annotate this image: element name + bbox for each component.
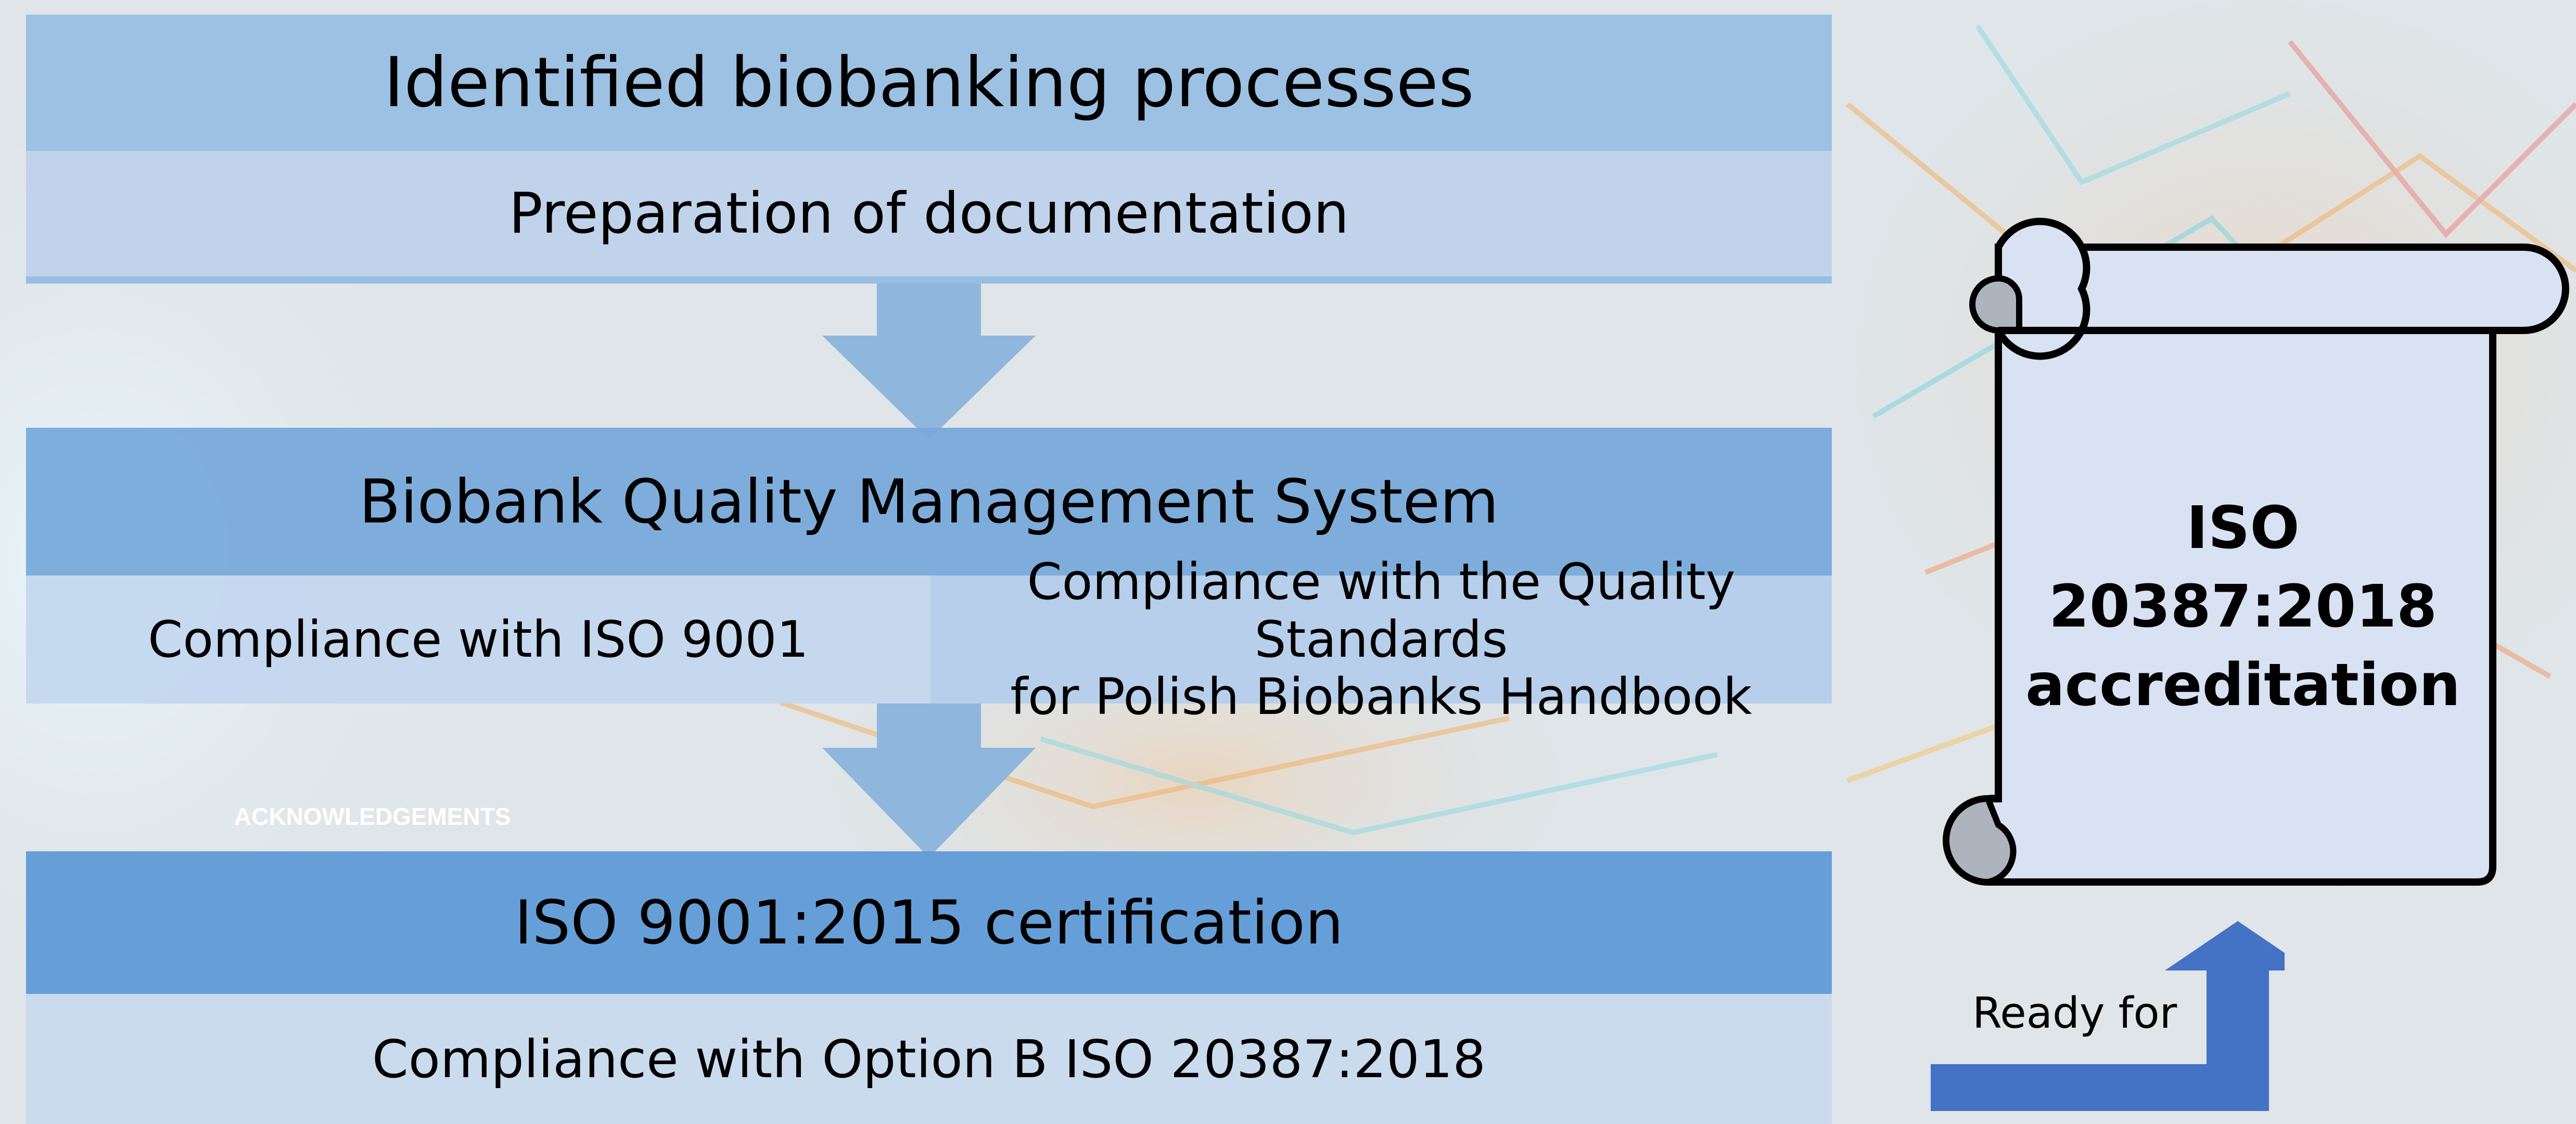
ready-for-label: Ready for: [1972, 989, 2177, 1038]
scroll-shape: [1943, 218, 2569, 886]
step3-title: ISO 9001:2015 certification: [26, 851, 1832, 994]
scroll-label: ISO 20387:2018 accreditation: [1983, 489, 2503, 725]
down-arrow-1: [822, 284, 1036, 440]
step2-title: Biobank Quality Management System: [26, 428, 1832, 576]
step1-title: Identified biobanking processes: [26, 15, 1832, 151]
scroll-label-line1: ISO 20387:2018: [2048, 494, 2438, 641]
down-arrow-2: [822, 704, 1036, 858]
step1-detail: Preparation of documentation: [26, 151, 1832, 284]
step2-detail-left: Compliance with ISO 9001: [26, 576, 930, 704]
step2-detail-right: Compliance with the Quality Standards fo…: [930, 553, 1832, 725]
ready-bent-arrow: [1931, 921, 2285, 1111]
step3-detail: Compliance with Option B ISO 20387:2018: [26, 994, 1832, 1124]
acknowledgements-overlay-text: ACKNOWLEDGEMENTS: [234, 803, 511, 830]
scroll-label-line2: accreditation: [2025, 652, 2460, 720]
